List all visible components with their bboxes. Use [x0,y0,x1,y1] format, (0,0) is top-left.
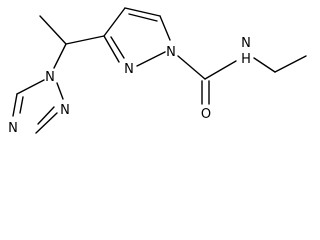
bond-triazole-n4-c5-double [19,96,24,114]
atom-amide-h: H [241,52,251,67]
bond-triazole-n2-c3 [35,112,58,134]
bond-nh-ch2 [253,57,276,73]
bond-ch-pyrazole-c3 [65,35,105,45]
bond-triazole-n2-c3-double [37,106,55,125]
atom-carbonyl-o: O [201,107,211,122]
bond-pyrazole-c3-c4 [103,7,126,37]
atom-pyrazole-n1: N [166,45,176,60]
bond-ch2-ch3 [274,55,307,73]
bond-triazole-n1-n2 [56,82,64,100]
molecule-structure-diagram: N N N H O N N N [8,7,307,136]
bond-triazole-c5-n1 [16,79,45,95]
bond-pyrazole-n2-c3-double [110,36,125,59]
atom-amide-n: N [241,36,251,51]
bond-pyrazole-n1-n2 [136,51,166,67]
bond-pyrazole-c4-c5-double [128,13,158,22]
bond-pyrazole-c5-n1 [159,15,171,41]
bond-methyl-ch [39,15,67,45]
atom-triazole-n4: N [8,121,18,136]
bond-carbonyl-nh [204,60,237,80]
atom-triazole-n1: N [45,70,55,85]
bond-pyrazole-n2-c3 [103,35,120,63]
bond-ch-triazole-n1 [53,43,67,69]
bond-lines [12,7,307,134]
atom-triazole-n2: N [60,103,70,118]
bond-pyrazole-c4-c5 [124,7,161,17]
atom-pyrazole-n2: N [124,62,134,77]
bond-n1-carbonyl [177,55,206,80]
atom-labels: N N N H O N N N [8,36,251,136]
bond-triazole-n4-c5 [12,93,18,117]
